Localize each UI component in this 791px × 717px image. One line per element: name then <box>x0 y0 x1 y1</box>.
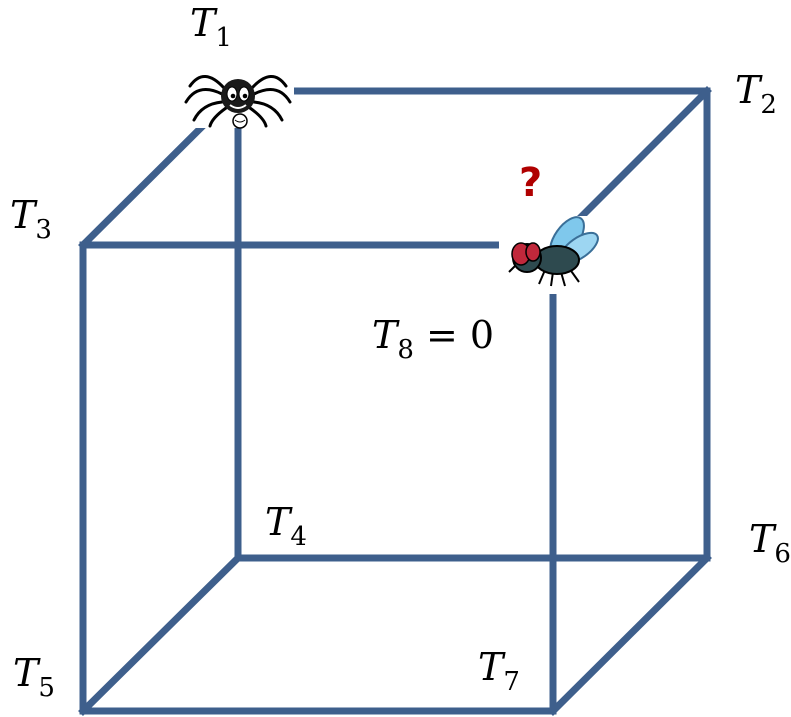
label-t4-sub: 4 <box>290 522 307 552</box>
edge-t4-t5 <box>78 553 243 716</box>
edge-t6-t7 <box>548 553 712 716</box>
label-t6: T6 <box>749 517 791 569</box>
label-t6-sub: 6 <box>774 539 791 569</box>
label-t8: T8 = 0 <box>372 313 494 365</box>
label-t5-base: T <box>13 651 41 695</box>
label-t6-base: T <box>749 517 777 561</box>
label-t2: T2 <box>735 68 777 120</box>
label-t1-sub: 1 <box>215 23 232 53</box>
label-t2-sub: 2 <box>760 90 777 120</box>
label-t7: T7 <box>478 645 520 697</box>
label-t3-base: T <box>10 193 38 237</box>
label-t5-sub: 5 <box>38 673 55 703</box>
question-mark: ? <box>519 160 542 206</box>
label-t7-sub: 7 <box>503 667 520 697</box>
label-t3-sub: 3 <box>35 215 52 245</box>
spider-icon <box>182 64 294 129</box>
label-t1-base: T <box>190 1 218 45</box>
label-t7-base: T <box>478 645 506 689</box>
label-t2-base: T <box>735 68 763 112</box>
label-t8-equation: = 0 <box>414 313 494 357</box>
cube-edges <box>78 86 712 716</box>
label-t1: T1 <box>190 1 232 53</box>
label-t4-base: T <box>265 500 293 544</box>
label-t8-sub: 8 <box>397 335 414 365</box>
label-t8-base: T <box>372 313 400 357</box>
fly-icon <box>499 216 599 294</box>
label-t3: T3 <box>10 193 52 245</box>
label-t5: T5 <box>13 651 55 703</box>
label-t4: T4 <box>265 500 307 552</box>
